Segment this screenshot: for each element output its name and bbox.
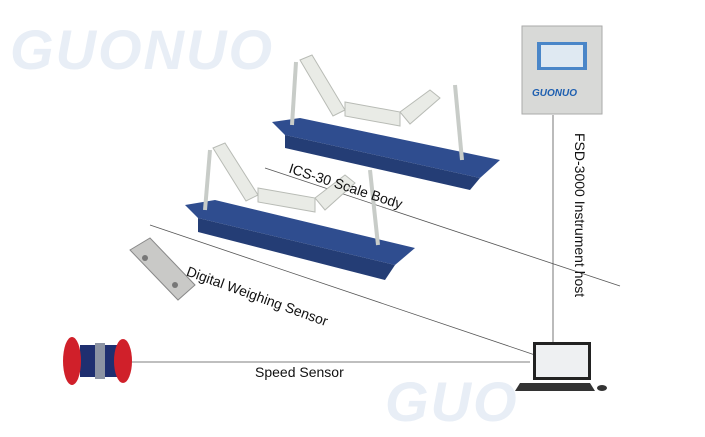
label-instrument-host: FSD-3000 Instrument host — [572, 133, 588, 298]
line-scale-body — [264, 167, 621, 287]
label-speed-sensor: Speed Sensor — [255, 364, 344, 380]
watermark-left: GUONUO — [10, 18, 274, 81]
host-brand-logo: GUONUO — [532, 88, 577, 99]
watermark-right: GUO — [385, 370, 519, 433]
speed-sensor-icon — [63, 337, 132, 385]
instrument-host-icon: GUONUO — [521, 25, 603, 115]
scale-body-front — [185, 142, 415, 280]
scale-body-back — [272, 54, 500, 190]
line-weighing-sensor — [149, 224, 536, 356]
computer-icon — [515, 342, 607, 391]
weighing-sensor-icon — [129, 237, 196, 301]
